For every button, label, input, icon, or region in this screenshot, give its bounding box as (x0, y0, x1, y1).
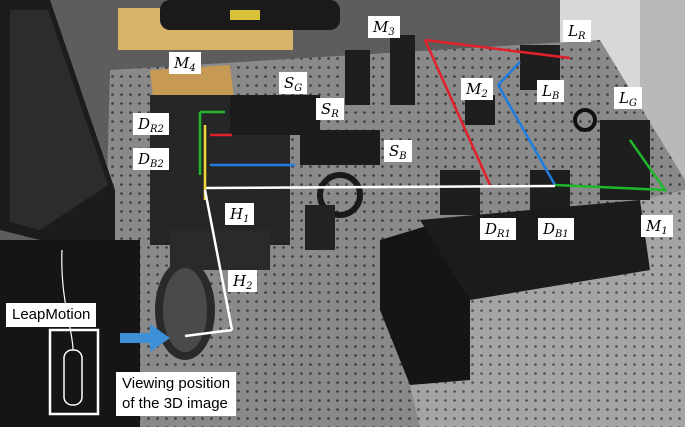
viewing-position-label: Viewing position of the 3D image (116, 372, 237, 416)
label-lr: LR (563, 20, 591, 42)
label-m1: M1 (641, 215, 673, 237)
label-h1: H1 (225, 203, 255, 225)
mount-m3 (345, 50, 370, 105)
viewing-line-2: of the 3D image (122, 395, 228, 412)
white-beam (204, 184, 556, 190)
label-db2: DB2 (133, 148, 169, 170)
blue-beam (496, 84, 557, 186)
label-lg: LG (614, 87, 642, 109)
red-beam (423, 39, 492, 186)
screen-panel-1 (380, 225, 470, 385)
label-m2: M2 (461, 78, 493, 100)
screen-panel-2 (420, 200, 650, 300)
label-sg: SG (279, 72, 308, 94)
label-sb: SB (384, 140, 412, 162)
green-beam (554, 139, 668, 192)
label-sr: SR (316, 98, 344, 120)
label-m3: M3 (368, 16, 400, 38)
label-m4: M4 (169, 52, 201, 74)
label-h2: H2 (228, 270, 258, 292)
leapmotion-frame (48, 328, 100, 416)
viewing-line-1: Viewing position (122, 375, 231, 392)
label-dr2: DR2 (133, 113, 169, 135)
leapmotion-label: LeapMotion (6, 303, 97, 327)
label-db1: DB1 (538, 218, 574, 240)
viewing-arrow (120, 324, 170, 352)
label-lb: LB (537, 80, 565, 102)
label-dr1: DR1 (480, 218, 516, 240)
